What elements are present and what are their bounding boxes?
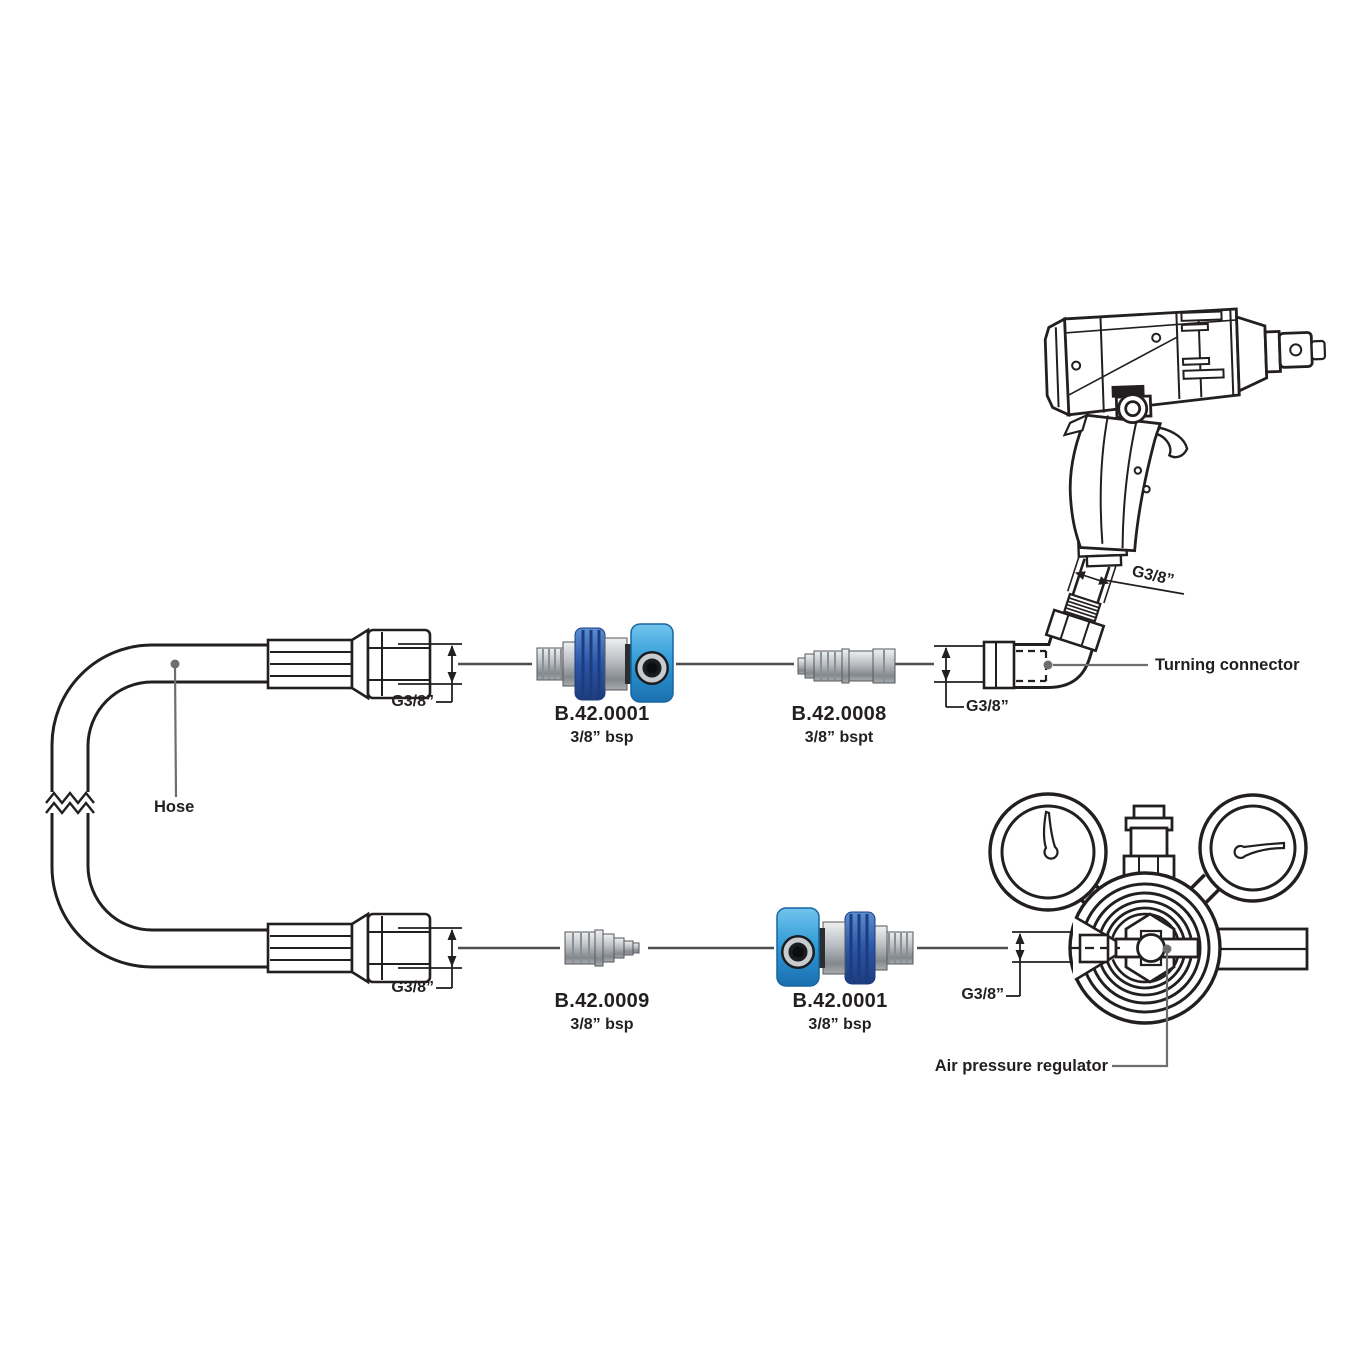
g38-label-hose-bottom: G3/8” bbox=[391, 979, 434, 996]
tool-inlet-dim-leader bbox=[1103, 579, 1185, 595]
part-label-coupler-bottom: B.42.0001 3/8” bsp bbox=[750, 990, 930, 1034]
plug-photo-top bbox=[797, 648, 896, 684]
hose-fitting-top bbox=[266, 627, 432, 701]
regulator-drawing bbox=[988, 792, 1309, 1025]
part-spec: 3/8” bsp bbox=[808, 1016, 872, 1033]
part-spec: 3/8” bsp bbox=[570, 1016, 634, 1033]
part-code: B.42.0001 bbox=[554, 703, 650, 725]
turning-connector-label: Turning connector bbox=[1155, 656, 1300, 674]
part-code: B.42.0008 bbox=[791, 703, 887, 725]
tool-inlet-stem bbox=[1044, 552, 1117, 653]
dimension-g38-hose-top bbox=[398, 643, 462, 703]
dimension-g38-hose-bottom bbox=[398, 927, 462, 989]
gauge-right bbox=[1198, 793, 1308, 903]
impact-wrench-drawing bbox=[1043, 307, 1327, 568]
part-code: B.42.0009 bbox=[554, 990, 650, 1012]
plug-photo-bottom bbox=[564, 929, 640, 967]
part-label-plug-bottom: B.42.0009 3/8” bsp bbox=[512, 990, 692, 1034]
dimension-g38-elbow bbox=[934, 645, 988, 708]
gauge-left bbox=[988, 792, 1108, 912]
callouts bbox=[170, 659, 1172, 1068]
quick-coupler-photo-bottom bbox=[776, 907, 914, 987]
regulator-outlet bbox=[1209, 927, 1309, 971]
part-label-coupler-top: B.42.0001 3/8” bsp bbox=[512, 703, 692, 747]
part-spec: 3/8” bspt bbox=[804, 729, 874, 746]
assembly-centrelines bbox=[458, 662, 1008, 950]
part-spec: 3/8” bsp bbox=[570, 729, 634, 746]
g38-label-regulator-inlet: G3/8” bbox=[961, 986, 1004, 1003]
dimension-g38-tool-inlet bbox=[1066, 552, 1117, 604]
regulator-body bbox=[1068, 871, 1222, 1025]
regulator-top-fitting bbox=[1122, 804, 1176, 886]
quick-coupler-photo-top bbox=[536, 623, 674, 703]
hose-fitting-bottom bbox=[266, 911, 432, 985]
hose-break-zigzag bbox=[45, 791, 95, 815]
air-pressure-regulator-label: Air pressure regulator bbox=[934, 1057, 1108, 1075]
part-code: B.42.0001 bbox=[792, 990, 888, 1012]
g38-label-elbow: G3/8” bbox=[966, 698, 1009, 715]
part-label-plug-top: B.42.0008 3/8” bspt bbox=[749, 703, 929, 747]
hose-label: Hose bbox=[154, 798, 195, 816]
g38-label-hose-top: G3/8” bbox=[391, 693, 434, 710]
